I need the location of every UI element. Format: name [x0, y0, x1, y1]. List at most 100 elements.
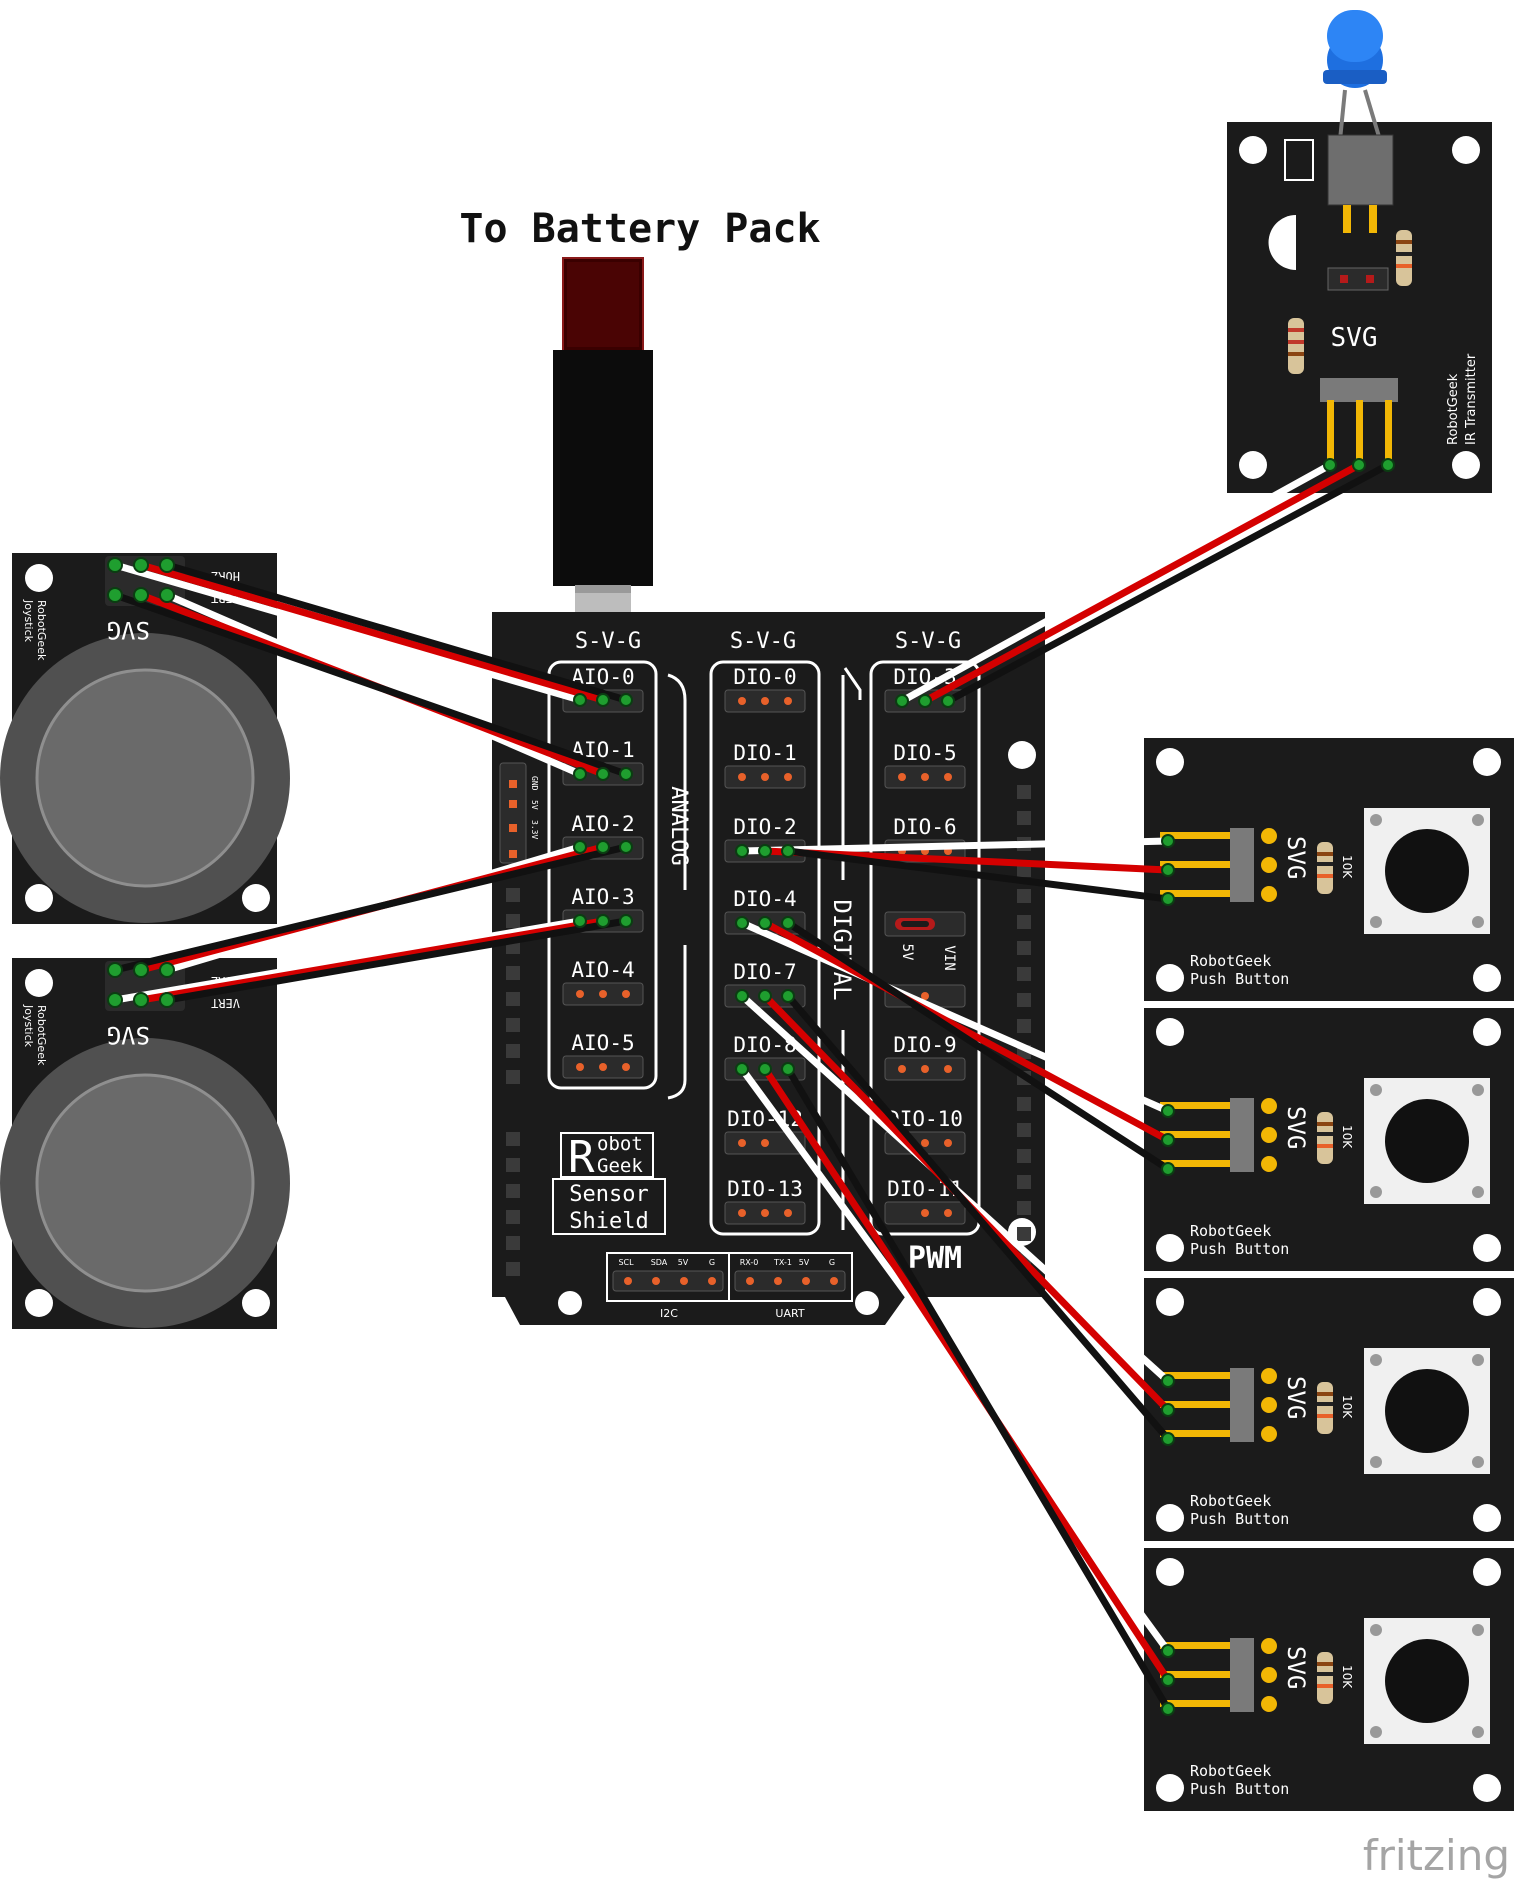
i2c-uart-headers: SCL SDA 5V G RX-0 TX-1 5V G I2C UART [606, 1252, 853, 1320]
button-svg-label: SVG [1282, 1646, 1310, 1689]
wire-bundle-joystick2-horz [111, 843, 630, 974]
joystick-name: Joystick [22, 599, 35, 643]
mounting-hole [25, 969, 53, 997]
wire-bundle-ir [898, 461, 1392, 705]
pin-label-dio-1: DIO-1 [733, 741, 796, 765]
jumper-vin-label: VIN [941, 945, 957, 970]
pin-label-dio-4: DIO-4 [733, 887, 796, 911]
resistor [1317, 842, 1333, 894]
uart-pin-g: G [829, 1258, 835, 1267]
resistor-label: 10K [1340, 1395, 1354, 1419]
logo-robot: obot [597, 1133, 643, 1155]
diagram-title: To Battery Pack [459, 206, 820, 252]
i2c-label: I2C [660, 1307, 678, 1320]
joystick-knob-cap [35, 1073, 255, 1293]
wire-end-markers [107, 458, 1395, 1716]
svg-header-label: S-V-G [895, 629, 961, 654]
logo-r: R [568, 1132, 595, 1183]
mounting-hole [25, 1289, 53, 1317]
analog-section-outline [547, 660, 658, 1090]
uart-pin-tx: TX-1 [773, 1258, 792, 1267]
mounting-hole [242, 1289, 270, 1317]
pin-label-dio-5: DIO-5 [893, 741, 956, 765]
pwm-label: PWM [908, 1241, 962, 1276]
wire-bundle-button2 [738, 919, 1172, 1173]
uart-label: UART [775, 1307, 804, 1320]
logo-sensor: Sensor [569, 1182, 648, 1207]
joystick-brand: RobotGeek [35, 600, 48, 661]
button-label-line1: RobotGeek [1190, 1222, 1271, 1240]
analog-label: ANALOG [666, 786, 691, 865]
uart-pin-rx: RX-0 [740, 1258, 759, 1267]
wires [107, 458, 1395, 1716]
pin-label-dio-6: DIO-6 [893, 815, 956, 839]
wire-bundle-joystick2-vert [111, 917, 630, 1004]
mounting-hole [25, 564, 53, 592]
resistor-label: 10K [1340, 1125, 1354, 1149]
mounting-hole [1452, 136, 1480, 164]
mounting-hole [1239, 451, 1267, 479]
ir-brand: RobotGeek [1446, 373, 1461, 445]
i2c-pin-g: G [709, 1258, 715, 1267]
battery-connector [553, 257, 653, 615]
mounting-hole [558, 1291, 582, 1315]
svg-header-label: S-V-G [575, 629, 641, 654]
button-label-line2: Push Button [1190, 1510, 1289, 1528]
mounting-hole [855, 1291, 879, 1315]
power-header: GND 5V 3.3V [499, 762, 539, 864]
button-label-line1: RobotGeek [1190, 1492, 1271, 1510]
mounting-hole [242, 884, 270, 912]
joystick-svg-label: SVG [107, 616, 150, 644]
resistor [1396, 230, 1412, 286]
push-button-module-4: SVG 10K RobotGeek Push Button [1144, 1548, 1514, 1811]
pin-label-dio-7: DIO-7 [733, 960, 796, 984]
ir-name: IR Transmitter [1464, 353, 1479, 445]
mounting-hole [1008, 741, 1036, 769]
button-label-line2: Push Button [1190, 1780, 1289, 1798]
digital-section-outline [709, 660, 821, 1236]
mounting-hole [25, 884, 53, 912]
shield-logo: R obot Geek Sensor Shield [552, 1132, 666, 1235]
pin-label-dio-0: DIO-0 [733, 665, 796, 689]
push-button-module-3: SVG 10K RobotGeek Push Button [1144, 1278, 1514, 1541]
resistor [1288, 318, 1304, 374]
pin-label-aio-4: AIO-4 [571, 958, 634, 982]
push-button-module-2: SVG 10K RobotGeek Push Button [1144, 1008, 1514, 1271]
pin-label-dio-2: DIO-2 [733, 815, 796, 839]
power-pin-3v3: 3.3V [530, 820, 539, 839]
button-label-line1: RobotGeek [1190, 1762, 1271, 1780]
pin-label-dio-9: DIO-9 [893, 1033, 956, 1057]
power-pin-gnd: GND [530, 776, 539, 791]
resistor [1317, 1112, 1333, 1164]
joystick-svg-label: SVG [107, 1021, 150, 1049]
logo-geek: Geek [597, 1155, 643, 1177]
pwm-section-outline [869, 660, 981, 1236]
wire-bundle-button3 [738, 992, 1172, 1443]
resistor [1317, 1382, 1333, 1434]
joystick-name: Joystick [22, 1004, 35, 1048]
ir-svg-label: SVG [1331, 323, 1378, 353]
joystick-brand: RobotGeek [35, 1005, 48, 1066]
button-label-line1: RobotGeek [1190, 952, 1271, 970]
button-svg-label: SVG [1282, 836, 1310, 879]
push-button-module-1: SVG 10K RobotGeek Push Button [1144, 738, 1514, 1001]
joystick-module-1: RobotGeek Joystick SVG HORZ VERT [0, 553, 290, 924]
resistor [1317, 1652, 1333, 1704]
button-label-line2: Push Button [1190, 970, 1289, 988]
joystick-pin-vert: VERT [211, 996, 240, 1010]
sensor-shield: S-V-G S-V-G S-V-G ANALOG DIGITAL PWM AIO… [492, 612, 1045, 1325]
wire-bundle-button1 [738, 837, 1172, 903]
joystick-knob-cap [35, 668, 255, 888]
ir-transmitter-module: SVG RobotGeek IR Transmitter [1227, 10, 1492, 493]
logo-shield: Shield [569, 1209, 648, 1234]
resistor-label: 10K [1340, 855, 1354, 879]
button-label-line2: Push Button [1190, 1240, 1289, 1258]
i2c-pin-5v: 5V [678, 1258, 689, 1267]
joystick-module-2: RobotGeek Joystick SVG HORZ VERT [0, 958, 290, 1329]
button-svg-label: SVG [1282, 1376, 1310, 1419]
pin-label-aio-5: AIO-5 [571, 1031, 634, 1055]
fritzing-watermark: fritzing [1363, 1831, 1510, 1880]
arduino-left-header [506, 888, 520, 1276]
pin-label-dio-13: DIO-13 [727, 1177, 803, 1201]
